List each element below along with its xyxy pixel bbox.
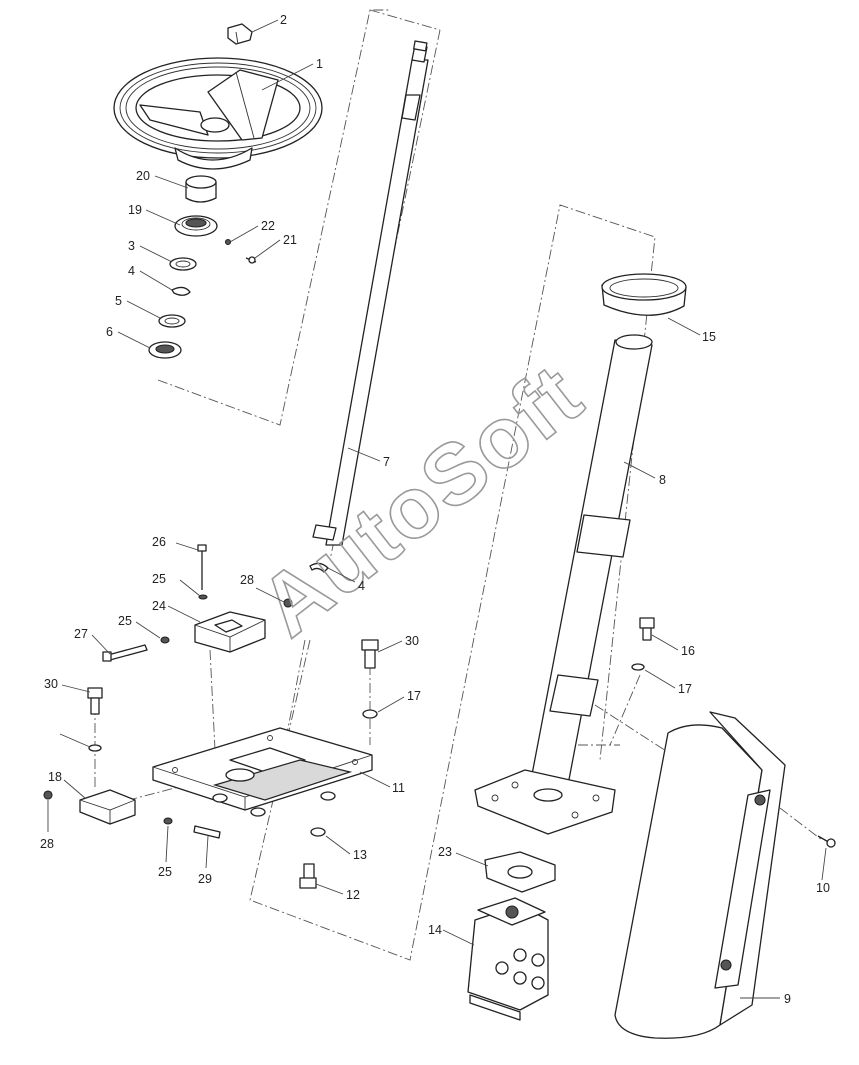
bracket-lower [43, 687, 221, 839]
pin-part [309, 562, 329, 573]
callout-15: 15 [702, 330, 716, 344]
callout-8: 8 [659, 473, 666, 487]
mounting-plate [152, 727, 373, 817]
screw-part [817, 835, 836, 848]
callout-13: 13 [353, 848, 367, 862]
callout-20: 20 [136, 169, 150, 183]
bushing-part [185, 175, 217, 203]
callout-11: 11 [392, 781, 405, 795]
small-screw-part [224, 238, 257, 264]
callout-14: 14 [428, 923, 442, 937]
callout-30-center: 30 [405, 634, 419, 648]
callout-25-top: 25 [152, 572, 166, 586]
callout-18: 18 [48, 770, 62, 784]
callout-17-right: 17 [678, 682, 692, 696]
callout-3: 3 [128, 239, 135, 253]
ring-part [601, 273, 687, 316]
callout-21: 21 [283, 233, 297, 247]
callout-28-lower: 28 [40, 837, 54, 851]
callout-12: 12 [346, 888, 360, 902]
callout-27: 27 [74, 627, 88, 641]
callout-4-lower: 4 [358, 579, 365, 593]
washer-stack [148, 257, 197, 359]
bracket-upper [102, 544, 293, 662]
nut-part [227, 23, 253, 45]
callout-26: 26 [152, 535, 166, 549]
column-base-plate [474, 769, 616, 835]
callout-1: 1 [316, 57, 323, 71]
bolt-center [361, 639, 379, 719]
callout-24: 24 [152, 599, 166, 613]
callout-2: 2 [280, 13, 287, 27]
callout-25-bottom: 25 [158, 865, 172, 879]
callout-16: 16 [681, 644, 695, 658]
gasket-part [484, 851, 556, 893]
bolt-right [631, 617, 655, 671]
callout-labels: 1 2 3 4 5 6 7 4 8 9 10 11 12 13 14 15 16… [40, 13, 830, 1006]
steering-shaft [312, 40, 429, 546]
callout-23: 23 [438, 845, 452, 859]
callout-30-left: 30 [44, 677, 58, 691]
callout-7: 7 [383, 455, 390, 469]
column-cover [614, 711, 786, 1039]
callout-29: 29 [198, 872, 212, 886]
callout-19: 19 [128, 203, 142, 217]
callout-17-center: 17 [407, 689, 421, 703]
callout-6: 6 [106, 325, 113, 339]
bolt-bottom [299, 827, 326, 889]
callout-10: 10 [816, 881, 830, 895]
bearing-part [174, 215, 218, 237]
callout-28-upper: 28 [240, 573, 254, 587]
watermark-text: AutoSoft [243, 346, 601, 655]
callout-5: 5 [115, 294, 122, 308]
callout-9: 9 [784, 992, 791, 1006]
leader-lines [47, 19, 827, 999]
steering-wheel [113, 57, 323, 170]
callout-4: 4 [128, 264, 135, 278]
callout-25-left: 25 [118, 614, 132, 628]
callout-22: 22 [261, 219, 275, 233]
steering-unit [467, 897, 549, 1021]
